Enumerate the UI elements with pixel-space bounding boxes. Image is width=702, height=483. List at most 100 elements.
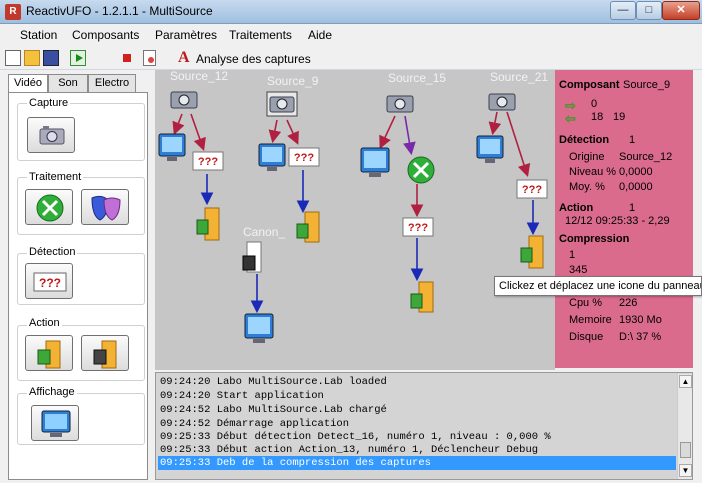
save-icon[interactable]: [43, 50, 59, 66]
traitement-masks-button[interactable]: [81, 189, 129, 225]
action-label: Action: [559, 202, 594, 214]
menu-station[interactable]: Station: [20, 28, 58, 42]
label-source-15: Source_15: [388, 71, 446, 85]
detection-node-3[interactable]: ???: [402, 217, 434, 237]
maximize-button[interactable]: □: [636, 1, 662, 20]
menu-aide[interactable]: Aide: [308, 28, 333, 42]
log-line[interactable]: 09:24:52 Labo MultiSource.Lab chargé: [160, 404, 387, 416]
analyse-captures-button[interactable]: Analyse des captures: [196, 52, 311, 66]
action-record-button[interactable]: [81, 335, 129, 371]
group-affichage: [17, 393, 145, 445]
masks-icon: [91, 195, 121, 221]
monitor-node-4[interactable]: [476, 135, 504, 163]
app-icon: R: [5, 4, 21, 20]
log-line[interactable]: 09:24:20 Start application: [160, 390, 324, 402]
niveau-value: 0,0000: [619, 166, 653, 178]
origine-label: Origine: [569, 151, 605, 163]
monitor-node-2[interactable]: [258, 143, 286, 171]
log-scrollbar[interactable]: ▲ ▼: [677, 374, 692, 479]
cpu-label: Cpu %: [569, 297, 603, 309]
detection-value: 1: [629, 134, 636, 146]
action-folder-button[interactable]: [25, 335, 73, 371]
origine-value: Source_12: [619, 151, 673, 163]
log-selection-highlight: [158, 456, 676, 470]
log-line[interactable]: 09:25:33 Début détection Detect_16, numé…: [160, 431, 551, 443]
close-button[interactable]: ✕: [662, 1, 700, 20]
new-file-icon[interactable]: [5, 50, 21, 66]
compression-value-2: 345: [569, 264, 588, 276]
compression-label: Compression: [559, 233, 630, 245]
log-line-selected[interactable]: 09:25:33 Deb de la compression des captu…: [160, 457, 431, 469]
detection-node-2[interactable]: ???: [288, 147, 320, 167]
action-value: 1: [629, 202, 636, 214]
group-detection: [17, 253, 145, 305]
log-panel[interactable]: 09:24:20 Labo MultiSource.Lab loaded 09:…: [155, 372, 693, 480]
arrows-in-value: 0: [591, 98, 598, 110]
group-action-label: Action: [27, 317, 62, 329]
camera-node-source-9[interactable]: [266, 91, 298, 117]
action-record-icon: [93, 340, 117, 369]
log-line[interactable]: 09:24:52 Démarrage application: [160, 418, 350, 430]
camera-node-source-15[interactable]: [386, 95, 414, 113]
tab-bar: Son Electro Vidéo: [8, 74, 148, 93]
detection-button[interactable]: ???: [25, 263, 73, 299]
scroll-up-icon[interactable]: ▲: [679, 375, 692, 388]
group-detection-label: Détection: [27, 246, 78, 258]
log-line[interactable]: 09:25:33 Début action Action_13, numéro …: [160, 444, 539, 456]
composant-value: Source_9: [623, 79, 671, 91]
label-source-9: Source_9: [267, 74, 319, 88]
tools-icon: [36, 194, 64, 222]
niveau-label: Niveau %: [569, 166, 617, 178]
monitor-node-1[interactable]: [158, 133, 186, 161]
group-action: [17, 325, 145, 381]
tab-video[interactable]: Vidéo: [8, 74, 48, 93]
menu-traitements[interactable]: Traitements: [229, 28, 292, 42]
group-capture: [17, 103, 145, 161]
connector-arrows: [172, 111, 540, 314]
composant-label: Composant: [559, 79, 620, 91]
monitor-icon: [41, 410, 71, 437]
action-node-1[interactable]: [196, 207, 220, 241]
arrows-out-a: 18: [591, 111, 604, 123]
arrow-right-icon: ⇨: [565, 98, 576, 113]
action-node-3[interactable]: [410, 281, 434, 313]
group-traitement-label: Traitement: [27, 171, 84, 183]
minimize-button[interactable]: —: [610, 1, 636, 20]
menu-parametres[interactable]: Paramètres: [155, 28, 218, 42]
play-button[interactable]: [70, 50, 86, 66]
action-node-2[interactable]: [296, 211, 320, 243]
detection-node-1[interactable]: ???: [192, 151, 224, 171]
stop-button[interactable]: [123, 54, 131, 62]
menu-composants[interactable]: Composants: [72, 28, 140, 42]
canon-record-node[interactable]: [242, 241, 262, 273]
action-time: 12/12 09:25:33 - 2,29: [565, 215, 670, 227]
tooltip: Clickez et déplacez une icone du panneau: [494, 276, 702, 296]
camera-node-source-12[interactable]: [170, 91, 198, 109]
open-folder-icon[interactable]: [24, 50, 40, 66]
monitor-node-5[interactable]: [244, 313, 274, 343]
scroll-thumb[interactable]: [680, 442, 691, 458]
log-line[interactable]: 09:24:20 Labo MultiSource.Lab loaded: [160, 376, 387, 388]
detection-node-4[interactable]: ???: [516, 179, 548, 199]
unknown-detection-icon: ???: [33, 272, 67, 292]
memoire-value: 1930 Mo: [619, 314, 662, 326]
tools-node[interactable]: [407, 156, 435, 184]
stop-document-icon[interactable]: [143, 50, 156, 66]
camera-icon: [39, 126, 65, 145]
scroll-down-icon[interactable]: ▼: [679, 464, 692, 477]
affichage-monitor-button[interactable]: [31, 405, 79, 441]
action-node-4[interactable]: [520, 235, 544, 269]
tab-electro[interactable]: Electro: [88, 74, 136, 92]
traitement-tools-button[interactable]: [25, 189, 73, 225]
capture-camera-button[interactable]: [27, 117, 75, 153]
monitor-node-3[interactable]: [360, 147, 390, 177]
disque-value: D:\ 37 %: [619, 331, 662, 343]
analyse-icon[interactable]: A: [178, 49, 190, 66]
svg-text:???: ???: [294, 152, 314, 164]
workflow-canvas[interactable]: ??? ??? ??? ??? Source_12 Source_9 Sourc…: [155, 70, 555, 370]
svg-text:???: ???: [522, 184, 542, 196]
group-capture-label: Capture: [27, 97, 71, 109]
menu-bar: Station Composants Paramètres Traitement…: [0, 24, 702, 46]
camera-node-source-21[interactable]: [488, 93, 516, 111]
tab-son[interactable]: Son: [48, 74, 88, 92]
